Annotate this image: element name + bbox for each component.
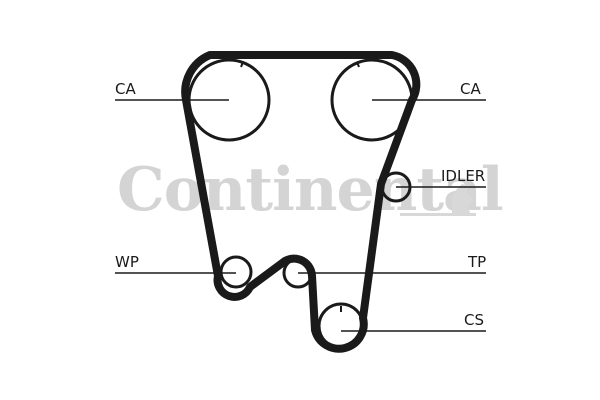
ca-left-timing-mark xyxy=(240,61,244,68)
continental-watermark: Continental xyxy=(117,155,504,225)
timing-belt xyxy=(181,51,421,353)
wp-pulley xyxy=(219,255,253,289)
horse-logo-icon xyxy=(400,184,476,216)
wp-label: WP xyxy=(115,253,139,271)
cs-label: CS xyxy=(464,311,484,329)
ca-right-timing-mark xyxy=(356,61,360,68)
ca-right-label: CA xyxy=(460,80,481,98)
idler-label: IDLER xyxy=(441,167,486,185)
ca-left-label: CA xyxy=(115,80,136,98)
tp-label: TP xyxy=(468,253,487,271)
